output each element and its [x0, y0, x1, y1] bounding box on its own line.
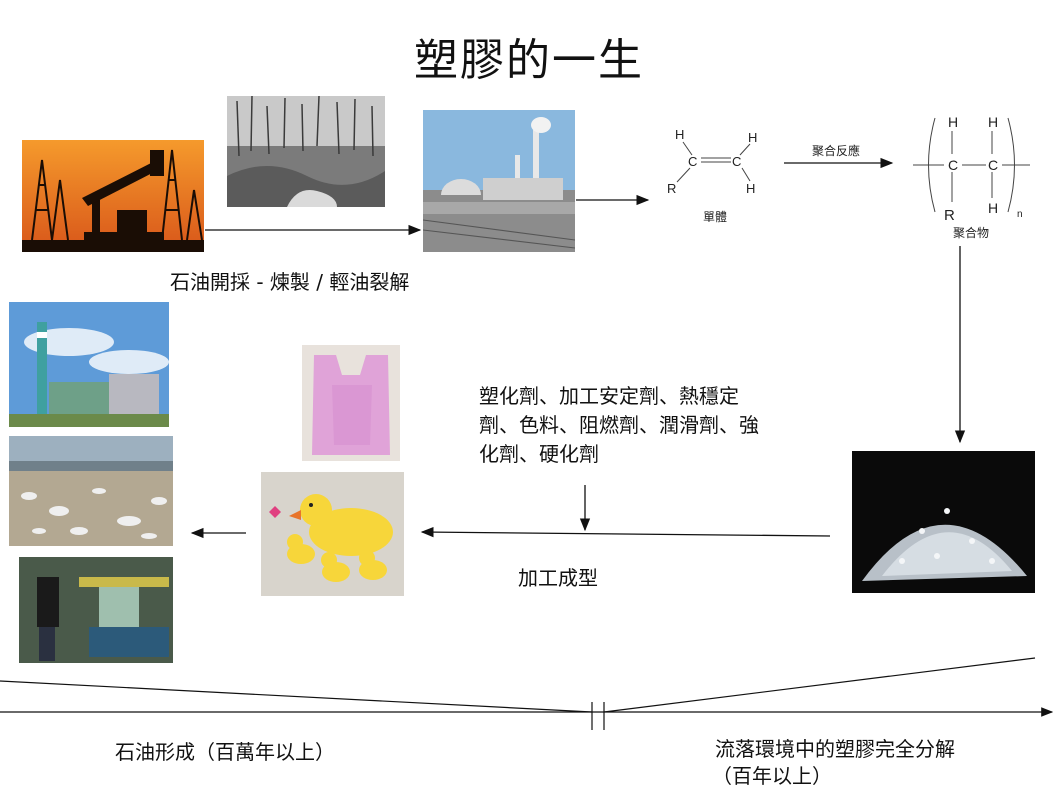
- oil-formation-label: 石油形成（百萬年以上）: [115, 736, 335, 765]
- timeline: [0, 658, 1052, 730]
- degradation-label-line1: 流落環境中的塑膠完全分解: [715, 733, 955, 762]
- arrow-pellets-to-products: [422, 532, 830, 536]
- degradation-label-line2: （百年以上）: [712, 760, 832, 789]
